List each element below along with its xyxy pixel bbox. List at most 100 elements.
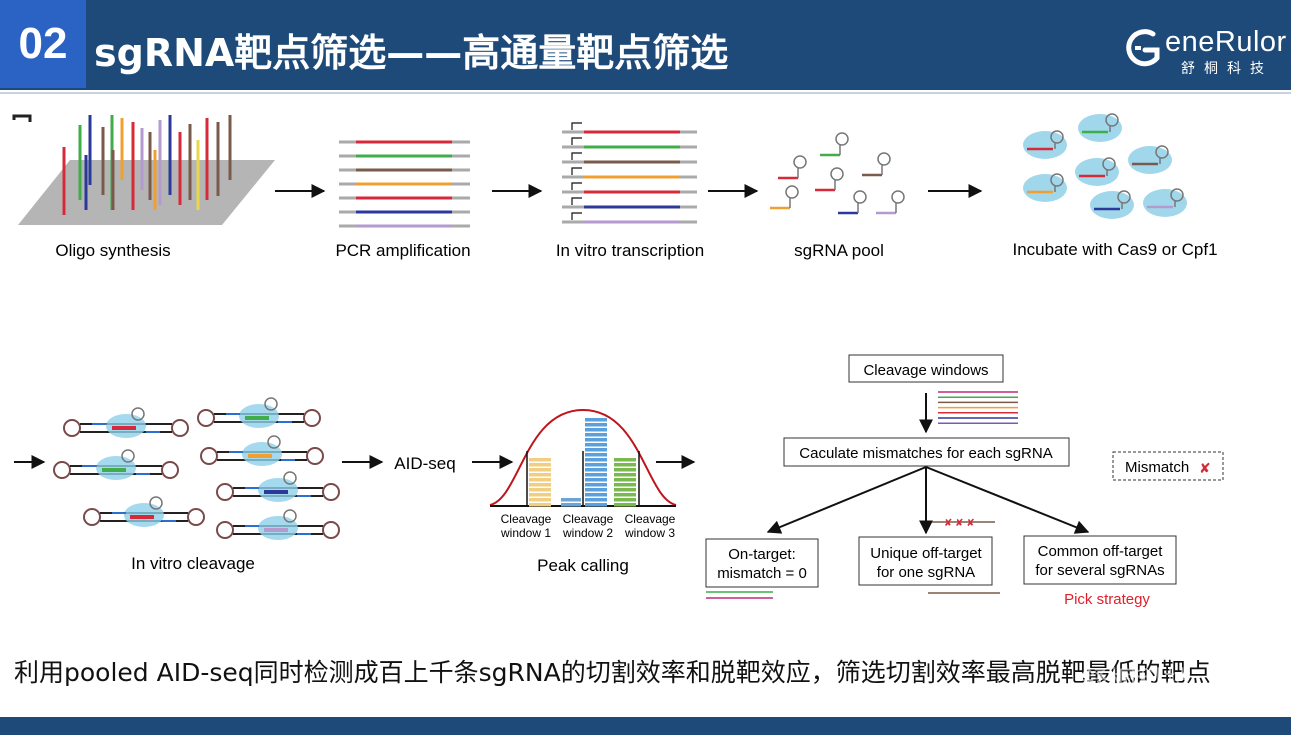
logo-brand-text: eneRulor (1165, 26, 1287, 58)
box-common-off-target (1023, 535, 1177, 585)
cleavage-window-labels: Cleavage window 1 Cleavage window 2 Clea… (500, 512, 676, 540)
cleavage-window-lines (938, 391, 1018, 424)
in-vitro-cleavage-figure (53, 397, 340, 540)
sgrna-loop (830, 167, 844, 181)
read-bar (614, 478, 636, 482)
dna-loop-end (322, 521, 340, 539)
label-incubate-cas9: Incubate with Cas9 or Cpf1 (1012, 240, 1217, 259)
label-peak-calling: Peak calling (537, 556, 629, 575)
window-1-line1: Cleavage (501, 512, 552, 526)
mismatch-flowchart: Cleavage windows Caculate mismatches for… (705, 354, 1224, 608)
read-bar (614, 498, 636, 502)
read-bar (529, 498, 551, 502)
generulor-g-icon (1126, 29, 1160, 67)
corner-mark (12, 114, 32, 122)
page-title: sgRNA靶点筛选——高通量靶点筛选 (94, 31, 729, 75)
read-bar (614, 503, 636, 507)
label-pcr-amplification: PCR amplification (335, 241, 470, 260)
promoter-arrow-icon (571, 152, 582, 160)
pcr-amplification-figure (339, 140, 470, 228)
text-cleavage-windows: Cleavage windows (863, 362, 988, 379)
read-bar (585, 428, 607, 432)
sgrna-loop (835, 132, 849, 146)
read-bar (585, 438, 607, 442)
read-bar (585, 433, 607, 437)
dna-loop-end (161, 461, 179, 479)
read-bar (585, 498, 607, 502)
cas9-protein (1075, 158, 1119, 186)
dna-loop-end (303, 409, 321, 427)
dna-loop-end (322, 483, 340, 501)
text-mismatch-legend: Mismatch (1125, 459, 1189, 476)
read-bar (585, 473, 607, 477)
complex-loop (1102, 157, 1116, 171)
text-calc-mismatches: Caculate mismatches for each sgRNA (799, 445, 1052, 462)
read-bar (585, 448, 607, 452)
complex-loop (1170, 188, 1184, 202)
dna-loop-end (216, 483, 234, 501)
content-area (0, 92, 1291, 718)
promoter-arrow-icon (571, 137, 582, 145)
read-bar (614, 488, 636, 492)
dna-loop-end (171, 419, 189, 437)
window-3-line2: window 3 (624, 526, 675, 540)
read-bar (585, 483, 607, 487)
read-bar (585, 488, 607, 492)
dna-loop-end (216, 521, 234, 539)
bound-loop (121, 449, 135, 463)
summary-caption: 利用pooled AID-seq同时检测成百上千条sgRNA的切割效率和脱靶效应… (14, 658, 1211, 687)
bound-loop (283, 471, 297, 485)
promoter-arrow-icon (571, 197, 582, 205)
read-bar (529, 468, 551, 472)
dna-loop-end (63, 419, 81, 437)
complex-loop (1050, 130, 1064, 144)
unique-off-target-line2: for one sgRNA (877, 564, 975, 581)
watermark: 舒桐科技 (1080, 665, 1193, 698)
read-bar (529, 458, 551, 462)
mismatch-x-icon: ✘ (1199, 460, 1211, 476)
brand-logo: eneRulor 舒桐科技 (1121, 22, 1291, 78)
bound-loop (131, 407, 145, 421)
read-bar (529, 478, 551, 482)
read-bar (529, 488, 551, 492)
cas9-protein (1023, 131, 1067, 159)
on-target-line1: On-target: (728, 546, 796, 563)
dna-loop-end (306, 447, 324, 465)
read-bar (614, 473, 636, 477)
label-in-vitro-transcription: In vitro transcription (556, 241, 704, 260)
sgrna-loop (891, 190, 905, 204)
bound-loop (264, 397, 278, 411)
bound-loop (149, 496, 163, 510)
read-bar (614, 483, 636, 487)
read-bar (585, 423, 607, 427)
window-2-line2: window 2 (562, 526, 613, 540)
sgrna-loop (785, 185, 799, 199)
promoter-arrow-icon (571, 182, 582, 190)
promoter-arrow-icon (571, 122, 582, 130)
read-bar (585, 453, 607, 457)
label-oligo-synthesis: Oligo synthesis (55, 241, 170, 260)
unique-off-target-line1: Unique off-target (870, 545, 982, 562)
read-bar (585, 478, 607, 482)
box-on-target (705, 538, 819, 588)
box-cleavage-windows (848, 354, 1004, 383)
read-bar (614, 463, 636, 467)
read-bar (585, 443, 607, 447)
window-3-line1: Cleavage (625, 512, 676, 526)
oligo-synthesis-figure (18, 115, 275, 225)
common-off-target-line2: for several sgRNAs (1035, 562, 1164, 579)
box-unique-off-target (858, 536, 993, 586)
cas9-complex-figure (1023, 113, 1187, 219)
complex-loop (1117, 190, 1131, 204)
common-off-target-line1: Common off-target (1038, 543, 1164, 560)
cas9-protein (1023, 174, 1067, 202)
dna-loop-end (187, 508, 205, 526)
label-in-vitro-cleavage: In vitro cleavage (131, 554, 255, 573)
sgrna-loop (793, 155, 807, 169)
complex-loop (1050, 173, 1064, 187)
bound-loop (283, 509, 297, 523)
box-calc-mismatches (783, 437, 1070, 467)
read-bar (561, 503, 581, 507)
in-vitro-transcription-figure (562, 122, 697, 224)
read-bar (529, 463, 551, 467)
